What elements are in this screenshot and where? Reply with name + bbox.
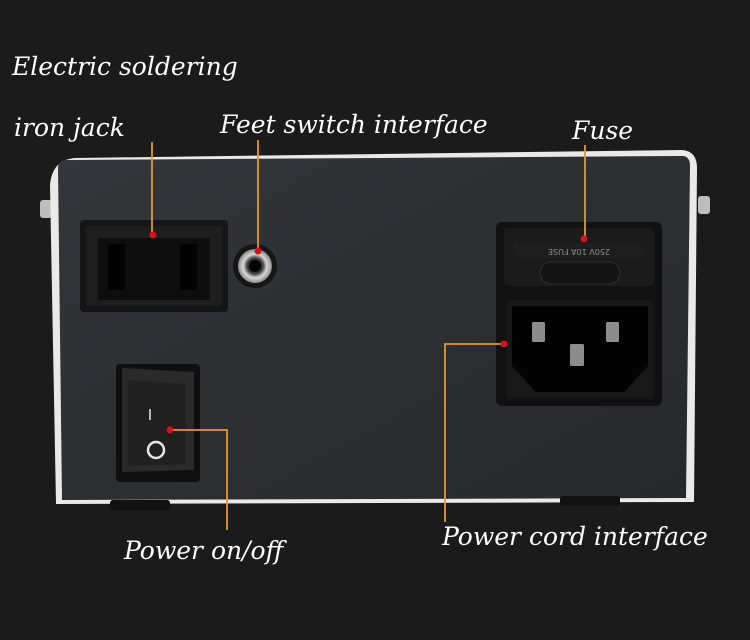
leader-line-power-switch — [170, 429, 228, 530]
socket-slot-left — [108, 244, 125, 290]
switch-off-symbol — [146, 440, 166, 460]
markers — [149, 231, 588, 434]
label-soldering-jack-line2: iron jack — [14, 113, 125, 142]
label-soldering-jack-line1: Electric soldering — [12, 52, 238, 81]
inlet-pin-right — [606, 322, 619, 342]
fuse-module-text: 250V 10A FUSE — [548, 247, 610, 256]
foot-left — [110, 500, 170, 510]
screw-left — [40, 200, 52, 218]
label-power-switch: Power on/off — [124, 536, 284, 565]
marker-power-switch — [166, 426, 174, 434]
socket-slot-right — [180, 244, 197, 290]
screw-right — [698, 196, 710, 214]
switch-on-symbol: I — [148, 406, 152, 424]
label-power-cord: Power cord interface — [442, 522, 708, 551]
label-feet-switch: Feet switch interface — [220, 110, 488, 139]
leader-line-power-cord — [444, 343, 503, 522]
leader-lines — [151, 140, 586, 530]
marker-iron-jack — [149, 231, 157, 239]
marker-feet-switch — [254, 247, 262, 255]
marker-power-cord — [500, 340, 508, 348]
inlet-pin-left — [532, 322, 545, 342]
inlet-pin-ground — [570, 344, 584, 366]
marker-fuse — [580, 235, 588, 243]
foot-right — [560, 496, 620, 506]
label-fuse: Fuse — [572, 116, 634, 145]
